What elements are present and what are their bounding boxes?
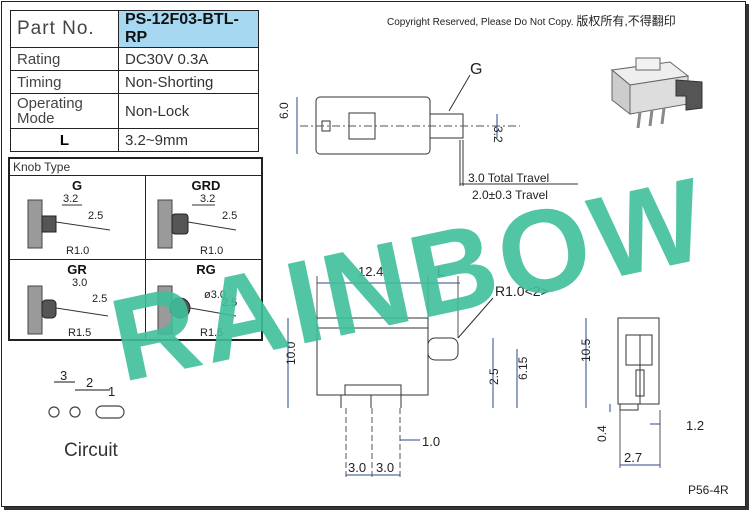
knob-g-h: 2.5: [88, 210, 103, 222]
operating-mode-label-line1: Operating: [17, 95, 83, 112]
knob-label-g: G: [71, 178, 83, 193]
knob-type-box: Knob Type G GRD GR RG: [8, 157, 263, 341]
side-view-foot: [619, 403, 639, 411]
knob-gr-r: R1.5: [68, 327, 91, 339]
side-view-contact: [635, 369, 645, 397]
l-label: L: [10, 128, 119, 152]
side-view-body: [617, 317, 660, 405]
dim-r1-0: R1.0<2>: [495, 283, 549, 299]
spec-row-timing: Timing Non-Shorting: [10, 70, 259, 94]
front-view: [287, 276, 518, 478]
knob-type-title: Knob Type: [13, 160, 71, 174]
product-side-latch: [675, 79, 703, 111]
travel-text: 2.0±0.3 Travel: [472, 188, 548, 202]
knob-grd-r: R1.0: [200, 245, 223, 257]
dim-l: L: [437, 264, 444, 279]
spec-table: Part No. PS-12F03-BTL-RP Rating DC30V 0.…: [10, 10, 259, 152]
total-travel-text: 3.0 Total Travel: [468, 171, 549, 185]
circuit-pin-2: [69, 406, 81, 418]
dim-1-2: 1.2: [686, 418, 704, 433]
product-pin-1: [636, 111, 642, 129]
dim-10-5: 10.5: [579, 338, 593, 362]
copyright-cjk: 版权所有,不得翻印: [576, 14, 676, 28]
knob-gr-w: 3.0: [72, 277, 87, 289]
circuit-pin-1: [95, 405, 125, 419]
knob-rg-drawing: [157, 285, 237, 335]
knob-rg-leader: [189, 307, 237, 317]
knob-rg-h: 2.5: [222, 297, 237, 309]
knob-gr-body: [27, 285, 43, 335]
product-pin-3: [660, 107, 666, 125]
dim-0-4: 0.4: [595, 425, 609, 442]
top-view: [296, 74, 578, 186]
knob-gr-leader: [55, 307, 109, 317]
product-knob: [635, 57, 661, 71]
page-number: P56-4R: [688, 483, 729, 497]
spec-row-rating: Rating DC30V 0.3A: [10, 47, 259, 71]
knob-label-gr: GR: [67, 262, 87, 277]
knob-grd-drawing: [157, 199, 237, 249]
knob-g-r: R1.0: [66, 245, 89, 257]
l-value: 3.2~9mm: [118, 128, 259, 152]
knob-g-body: [27, 199, 43, 249]
front-view-knob: [427, 337, 459, 361]
circuit-pin-3: [48, 406, 60, 418]
side-view-window: [625, 334, 653, 366]
knob-g-leader: [55, 221, 111, 231]
knob-grd-body: [157, 199, 173, 249]
knob-label-grd: GRD: [191, 178, 221, 193]
dim-6-15: 6.15: [516, 356, 530, 380]
knob-g-w: 3.2: [63, 193, 78, 205]
knob-grd-knob: [171, 213, 189, 235]
spec-row-l: L 3.2~9mm: [10, 128, 259, 152]
dim-pitch-2: 3.0: [376, 460, 394, 475]
top-view-g-leader: [448, 74, 471, 112]
copyright-notice: Copyright Reserved, Please Do Not Copy. …: [387, 12, 676, 29]
rating-value: DC30V 0.3A: [118, 47, 259, 71]
top-view-width: 6.0: [277, 102, 291, 119]
knob-gr-h: 2.5: [92, 293, 107, 305]
watermark-rainbow: RAINBOW: [100, 153, 719, 408]
dim-12-4: 12.4: [358, 264, 383, 279]
circuit-pin-label-3: 3: [60, 368, 67, 383]
circuit-pin-label-1: 1: [108, 384, 115, 399]
dim-pitch-1: 3.0: [348, 460, 366, 475]
knob-grd-h: 2.5: [222, 210, 237, 222]
top-view-g-label: G: [470, 61, 482, 78]
circuit-label: Circuit: [64, 440, 118, 461]
knob-rg-d: ø3.0: [204, 289, 226, 301]
operating-mode-label-line2: Mode: [17, 110, 55, 127]
front-view-base: [344, 384, 402, 396]
knob-gr-knob: [41, 299, 57, 319]
knob-divider-top: [10, 175, 261, 176]
knob-gr-drawing: [27, 285, 109, 335]
product-pin-2: [648, 109, 654, 127]
dim-1-0: 1.0: [422, 434, 440, 449]
dim-2-5: 2.5: [487, 368, 501, 385]
knob-rg-r: R1.5: [200, 327, 223, 339]
side-view: [585, 317, 661, 468]
circuit-symbol: [48, 381, 125, 419]
copyright-latin: Copyright Reserved, Please Do Not Copy.: [387, 17, 574, 28]
knob-g-drawing: [27, 199, 111, 249]
knob-divider-mid: [10, 259, 261, 260]
dim-10-0: 10.0: [284, 341, 298, 365]
knob-divider-vertical: [145, 175, 146, 339]
knob-g-knob: [41, 215, 57, 233]
product-3d-sketch: [610, 57, 703, 129]
top-view-knob-width: 3.2: [491, 126, 505, 143]
timing-value: Non-Shorting: [118, 70, 259, 94]
rating-label: Rating: [10, 47, 119, 71]
r10-leader: [457, 297, 494, 339]
dim-2-7: 2.7: [624, 450, 642, 465]
knob-label-rg: RG: [196, 262, 216, 277]
knob-grd-w: 3.2: [200, 193, 215, 205]
circuit-pin-label-2: 2: [86, 375, 93, 390]
knob-grd-leader: [187, 221, 237, 231]
